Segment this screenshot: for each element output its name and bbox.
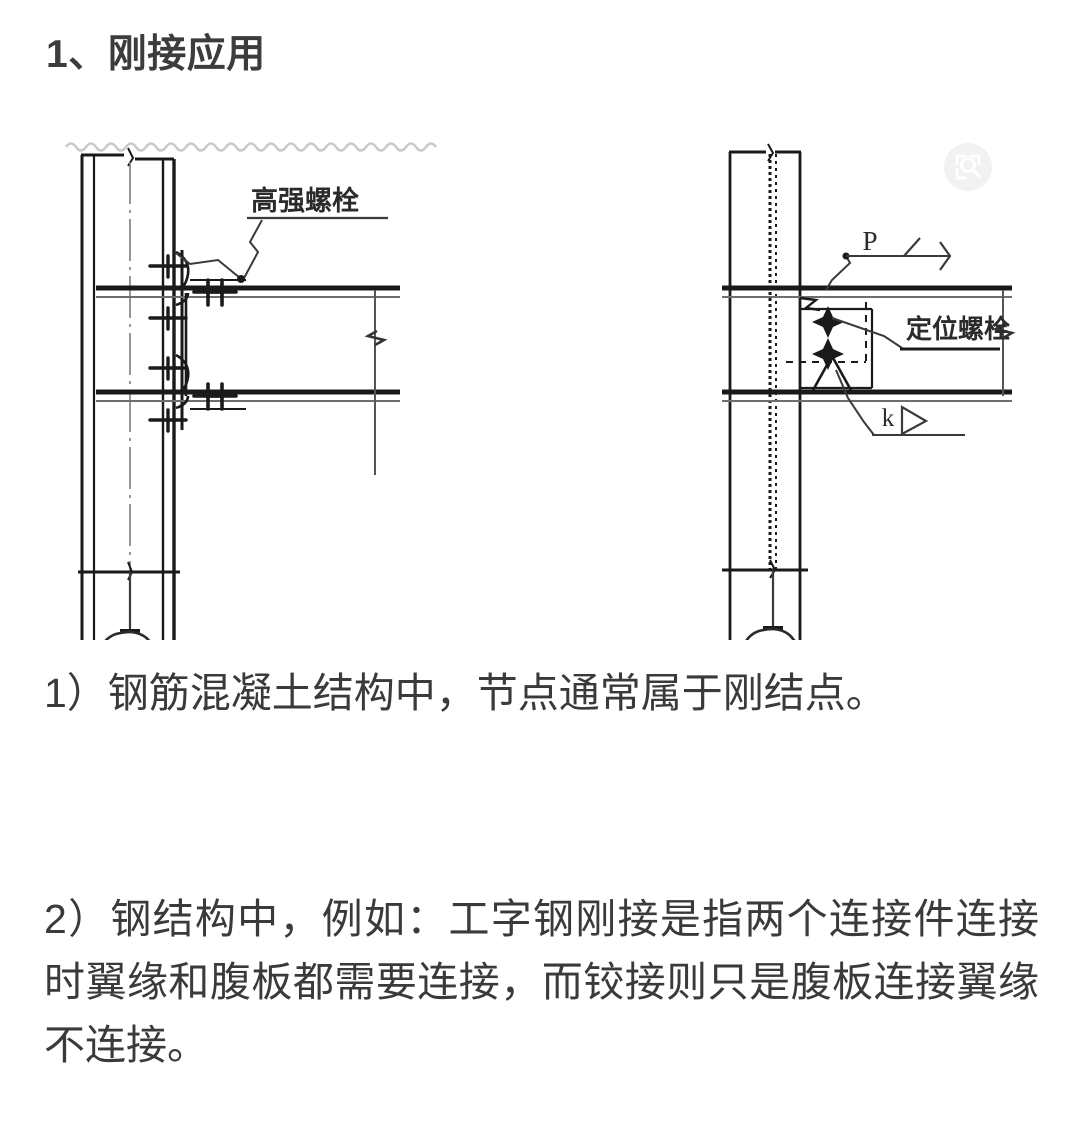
weld-transition-bot bbox=[175, 353, 190, 393]
image-search-icon bbox=[944, 143, 992, 191]
leader-line-bolt-a bbox=[175, 252, 241, 279]
r-weld-fillet-triangle-k bbox=[900, 405, 929, 436]
bolt-markers-top-flange bbox=[192, 278, 238, 307]
leader-dot-left bbox=[237, 275, 245, 283]
r-column-bottom-break-tick bbox=[769, 559, 777, 579]
r-leader-line-bolt bbox=[831, 317, 903, 349]
weld-transition-top-lower bbox=[175, 292, 190, 307]
r-beam-break-zigzag bbox=[992, 322, 1016, 340]
r-weld-leader-k bbox=[835, 369, 875, 436]
bolt-markers-column bbox=[148, 254, 188, 433]
detail-bubble-left bbox=[104, 630, 151, 640]
paragraph-2: 2）钢结构中，例如：工字钢刚接是指两个连接件连接时翼缘和腹板都需要连接，而铰接则… bbox=[44, 896, 1039, 1068]
r-weld-leader-p bbox=[825, 255, 852, 291]
figure-area: 高强螺栓 bbox=[0, 130, 1080, 640]
weld-transition-bot-lower bbox=[175, 395, 190, 410]
r-groove-weld-mark bbox=[810, 353, 854, 393]
leader-line-bolt-b bbox=[242, 219, 263, 281]
beam-break-zigzag bbox=[364, 329, 388, 347]
paragraph-1: 1）钢筋混凝土结构中，节点通常属于刚结点。 bbox=[44, 670, 887, 716]
r-weld-symbol-k-text: k bbox=[882, 405, 895, 432]
r-top-flange-weld-tick bbox=[799, 296, 821, 312]
r-weld-symbol-p-text: P bbox=[862, 226, 877, 256]
right-figure-label: 定位螺栓 bbox=[906, 314, 1010, 344]
r-detail-bubble bbox=[745, 627, 796, 640]
break-line-wavy bbox=[65, 142, 437, 152]
left-detail-group: 高强螺栓 bbox=[65, 142, 437, 640]
bolt-markers-bottom-flange bbox=[192, 382, 238, 411]
right-detail-group: 定位螺栓 P k bbox=[722, 143, 1016, 640]
connection-details-drawing: 高强螺栓 bbox=[65, 142, 1016, 640]
page-title: 1、刚接应用 bbox=[46, 33, 266, 76]
r-column-top-break-tick bbox=[767, 143, 775, 162]
watermark bbox=[944, 143, 992, 191]
r-weld-flag-p bbox=[903, 237, 952, 271]
left-figure-label: 高强螺栓 bbox=[251, 185, 359, 216]
r-bolt-markers bbox=[812, 306, 844, 370]
